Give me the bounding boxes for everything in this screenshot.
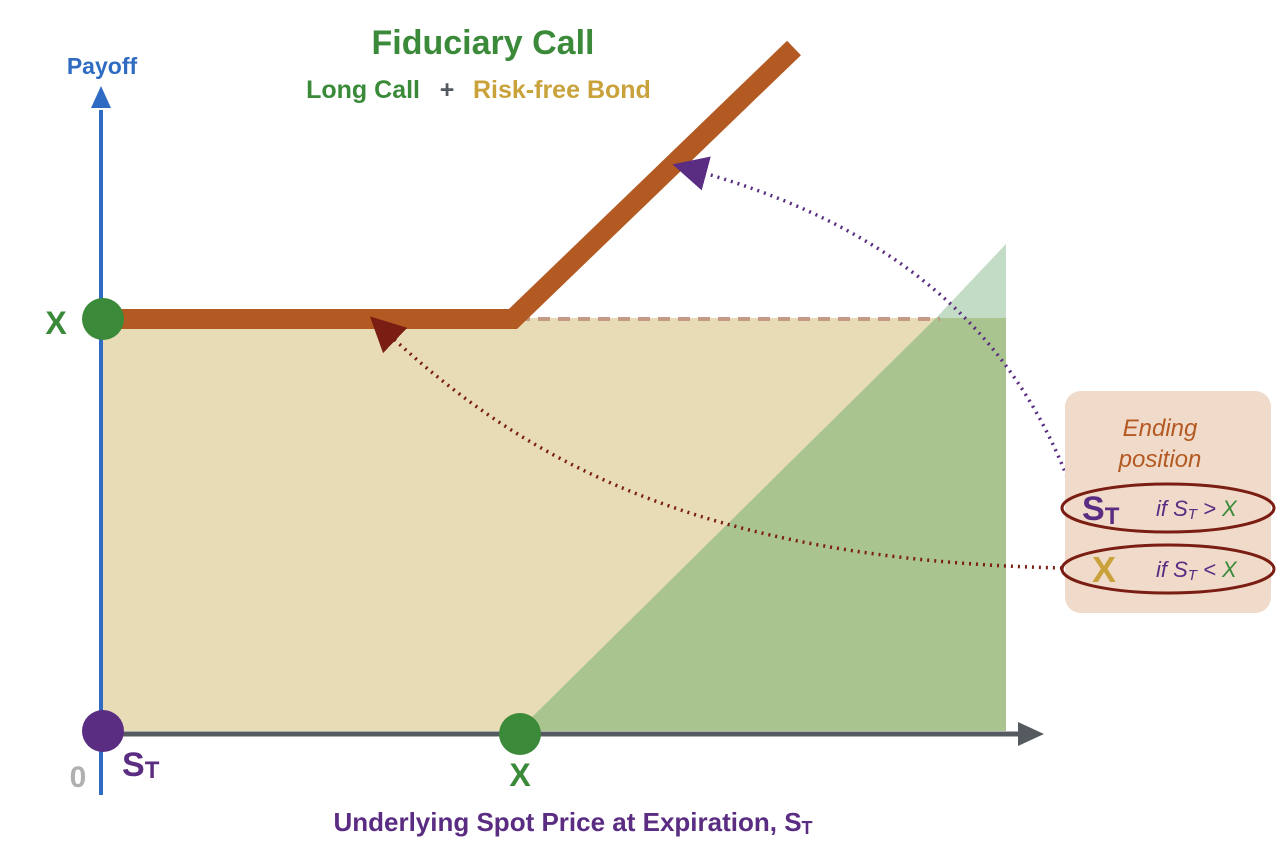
long-call-area bbox=[518, 318, 1006, 731]
row1-condition: if ST > X bbox=[1156, 496, 1238, 523]
row2-highlight-ring bbox=[1060, 543, 1276, 595]
row1-highlight-ring bbox=[1060, 482, 1276, 534]
ending-position-title-line2: position bbox=[1118, 446, 1202, 473]
x-axis-arrowhead bbox=[1018, 722, 1044, 746]
origin-marker bbox=[82, 710, 124, 752]
long-call-area-above-strike bbox=[936, 244, 1006, 318]
y-axis-strike-label: X bbox=[45, 305, 67, 341]
subtitle-risk-free-bond: Risk-free Bond bbox=[473, 76, 651, 104]
origin-st-label: ST bbox=[122, 746, 160, 784]
arrow-st-to-payoff bbox=[672, 156, 1074, 491]
subtitle-plus: + bbox=[440, 76, 455, 104]
x-axis-strike-label: X bbox=[509, 757, 531, 793]
y-axis-label: Payoff bbox=[67, 53, 138, 79]
origin-zero-label: 0 bbox=[70, 761, 87, 794]
y-axis-strike-marker bbox=[82, 298, 124, 340]
x-axis-label: Underlying Spot Price at Expiration, ST bbox=[333, 807, 812, 838]
row1-symbol: ST bbox=[1082, 490, 1120, 530]
subtitle-long-call: Long Call bbox=[306, 76, 420, 104]
y-axis-arrowhead bbox=[91, 86, 111, 108]
row2-symbol: X bbox=[1092, 549, 1116, 590]
arrow-x-to-payoff bbox=[369, 316, 1063, 570]
ending-position-box: Ending position ST if ST > X X if ST < X bbox=[1060, 391, 1276, 613]
x-axis-strike-marker bbox=[499, 713, 541, 755]
fiduciary-call-payoff-line bbox=[103, 40, 801, 329]
title: Fiduciary Call bbox=[372, 24, 595, 62]
row2-condition: if ST < X bbox=[1156, 557, 1238, 584]
ending-position-title-line1: Ending bbox=[1123, 415, 1198, 442]
